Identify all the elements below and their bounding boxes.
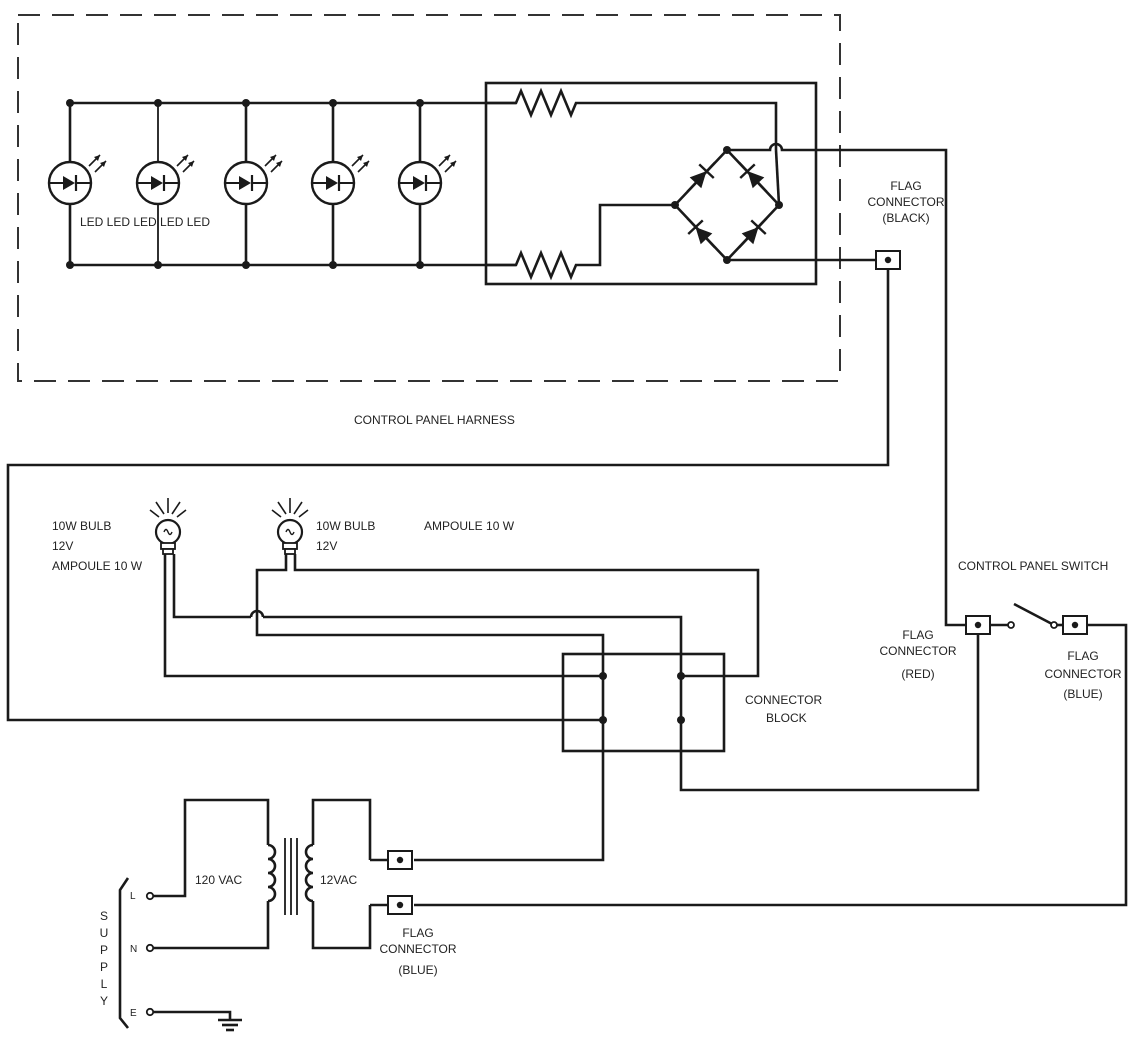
transformer-icon <box>150 798 388 950</box>
terminal-e-label: E <box>130 1008 137 1019</box>
flag-blue-label: FLAG <box>1067 649 1098 663</box>
led-label: LED LED LED LED LED <box>80 215 210 229</box>
svg-text:S: S <box>100 909 108 923</box>
svg-text:U: U <box>100 926 109 940</box>
led-bus <box>68 101 516 267</box>
led-icon <box>135 153 196 206</box>
flag-black-label: (BLACK) <box>882 211 929 225</box>
flag-blue-bottom-label: FLAG <box>402 926 433 940</box>
flag-red-label: (RED) <box>901 667 934 681</box>
wire-flag-black-to-block <box>6 269 890 722</box>
flag-connector-red-icon <box>965 615 991 635</box>
bulb1-label: 12V <box>52 539 73 553</box>
flag-blue-label: CONNECTOR <box>1044 667 1121 681</box>
wire-rectifier-to-switch <box>727 142 978 627</box>
flag-connector-icon <box>387 850 413 870</box>
bulb1-label: AMPOULE 10 W <box>52 559 143 573</box>
led-icon <box>397 153 458 206</box>
flag-connector-blue-icon <box>1062 615 1088 635</box>
connector-block <box>561 652 726 753</box>
led-icon <box>223 153 284 206</box>
flag-blue-bottom-label: CONNECTOR <box>379 942 456 956</box>
rectifier-box <box>484 81 818 286</box>
switch-icon <box>1013 602 1055 627</box>
bulb2-label: 12V <box>316 539 337 553</box>
bulb-icon <box>148 496 188 556</box>
led-icon <box>310 153 371 206</box>
connector-block-label: CONNECTOR <box>745 693 822 707</box>
flag-connector-blue-icon <box>387 895 413 915</box>
flag-connector-black-icon <box>875 250 901 270</box>
flag-black-label: FLAG <box>890 179 921 193</box>
ground-icon <box>153 1010 242 1032</box>
svg-text:L: L <box>101 977 108 991</box>
svg-text:P: P <box>100 960 108 974</box>
supply-label: S U P P L Y <box>100 909 109 1008</box>
bulb1-label: 10W BULB <box>52 519 111 533</box>
v12-label: 12VAC <box>320 873 357 887</box>
v120-label: 120 VAC <box>195 873 242 887</box>
wire-switch-to-supply <box>414 623 1128 907</box>
harness-label: CONTROL PANEL HARNESS <box>354 413 515 427</box>
flag-black-label: CONNECTOR <box>867 195 944 209</box>
bus-junctions <box>66 99 424 269</box>
bridge-rectifier-icon <box>671 146 783 264</box>
terminal-n <box>145 943 155 953</box>
connector-block-label: BLOCK <box>766 711 807 725</box>
switch-label: CONTROL PANEL SWITCH <box>958 559 1108 573</box>
terminal-l-label: L <box>130 891 136 902</box>
terminal-l <box>145 891 155 901</box>
flag-red-label: FLAG <box>902 628 933 642</box>
bulb2-label: AMPOULE 10 W <box>424 519 515 533</box>
resistor-top-icon <box>486 87 778 150</box>
bulb2-label: 10W BULB <box>316 519 375 533</box>
led-icon <box>47 153 108 206</box>
svg-text:Y: Y <box>100 994 108 1008</box>
bulb-icon <box>270 496 310 556</box>
svg-text:P: P <box>100 943 108 957</box>
resistor-bottom-icon <box>486 203 675 281</box>
bulb-wiring <box>163 554 980 862</box>
terminal-n-label: N <box>130 944 137 955</box>
supply-bracket <box>118 877 130 1029</box>
flag-blue-bottom-label: (BLUE) <box>398 963 437 977</box>
terminal-e <box>145 1007 155 1017</box>
flag-red-label: CONNECTOR <box>879 644 956 658</box>
harness-boundary <box>17 14 841 382</box>
flag-blue-label: (BLUE) <box>1063 687 1102 701</box>
